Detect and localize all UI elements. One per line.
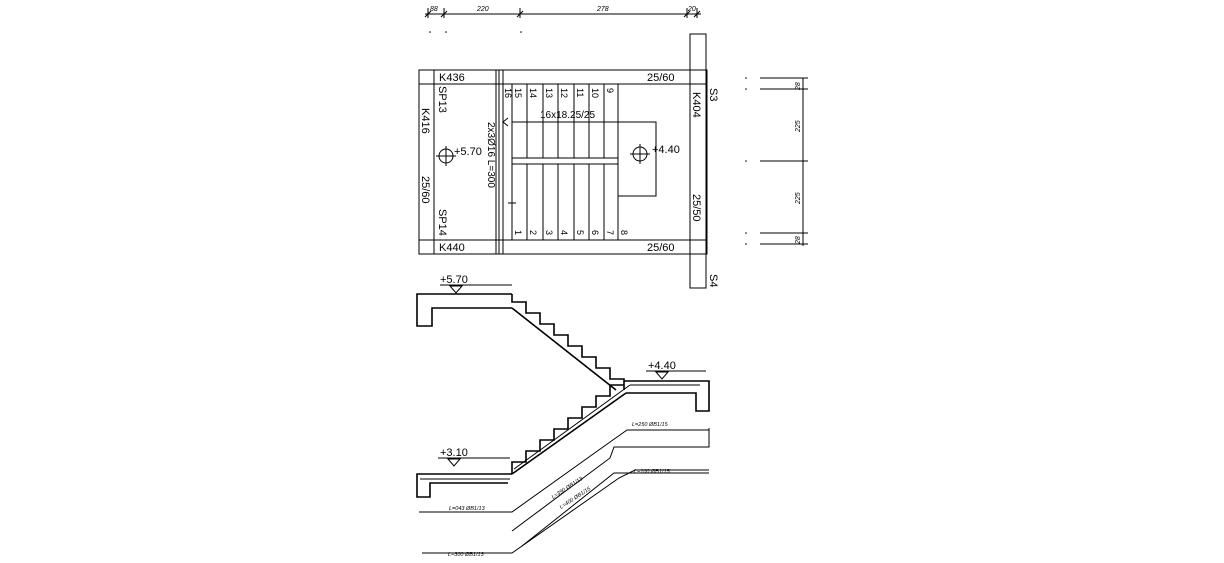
- rebar-label-4: L=043 ØB1/13: [449, 506, 486, 512]
- dim-right-28-bottom: 28: [795, 236, 802, 245]
- dim-top-20: 20: [687, 6, 696, 13]
- section-level-top: +5.70: [440, 274, 512, 294]
- step-number: 8: [619, 230, 629, 235]
- step-number: 9: [605, 88, 615, 93]
- step-number: 14: [528, 88, 538, 98]
- beam-size-top: 25/60: [647, 72, 675, 84]
- right-dimension-line: 28 225 225 28: [745, 77, 808, 246]
- step-number: 6: [590, 230, 600, 235]
- rebar-label-6: L=300 ØB1/13: [448, 552, 485, 558]
- step-number: 12: [559, 88, 569, 98]
- step-number: 11: [575, 88, 585, 97]
- section-level-top-label: +5.70: [440, 274, 468, 286]
- step-number: 7: [605, 230, 615, 235]
- dim-right-225-b: 225: [795, 192, 802, 205]
- step-number: 4: [559, 230, 569, 235]
- level-marker-left: [436, 146, 456, 166]
- section-level-bottom: +3.10: [438, 447, 510, 467]
- pile-label-sp14: SP14: [436, 209, 448, 236]
- plan-level-left: +5.70: [454, 146, 482, 158]
- beam-label-k440: K440: [439, 242, 465, 254]
- stair-spec-label: 16x18.25/25: [540, 110, 595, 121]
- level-marker-right: [630, 144, 650, 164]
- beam-size-bottom: 25/60: [647, 242, 675, 254]
- plan-level-right: +4.40: [652, 144, 680, 156]
- dim-right-225-a: 225: [795, 120, 802, 133]
- step-number: 1: [513, 230, 523, 235]
- step-number: 5: [575, 230, 585, 235]
- step-number: 3: [544, 230, 554, 235]
- beam-label-k436: K436: [439, 72, 465, 84]
- dim-right-28-top: 28: [795, 82, 802, 91]
- step-number: 13: [544, 88, 554, 98]
- step-numbers-bottom: 1 2 3 4 5 6 7 8: [513, 230, 629, 235]
- step-numbers-top: 16 15 14 13 12 11 10 9: [503, 88, 615, 98]
- column-label-s3: S3: [707, 88, 719, 101]
- rebar-label-1: L=250 ØB1/15: [632, 422, 669, 428]
- step-number: 2: [528, 230, 538, 235]
- top-dimension-line: 88 220 278 20: [424, 6, 701, 33]
- step-number: 15: [513, 88, 523, 98]
- beam-size-left: 25/60: [419, 176, 431, 204]
- rebar-note-plan: 2x3Ø16 L=300: [485, 122, 496, 188]
- section-view: +5.70 +4.40 +3.10: [416, 274, 710, 498]
- step-number: 10: [590, 88, 600, 98]
- pile-label-sp13: SP13: [436, 86, 448, 113]
- section-level-mid: +4.40: [646, 360, 706, 380]
- beam-label-k404: K404: [690, 92, 702, 118]
- dim-top-88: 88: [430, 6, 438, 13]
- dim-top-278: 278: [596, 6, 609, 13]
- beam-label-k416: K416: [419, 108, 431, 134]
- section-level-bottom-label: +3.10: [440, 447, 468, 459]
- plan-view: K436 25/60 K440 25/60 16x18.25/25 +5.70 …: [418, 33, 719, 289]
- rebar-label-2: L=100 ØB1/15: [634, 469, 671, 475]
- column-label-s4: S4: [707, 274, 719, 287]
- step-number: 16: [503, 88, 513, 98]
- beam-size-right: 25/50: [690, 194, 702, 222]
- dim-top-220: 220: [476, 6, 489, 13]
- section-level-mid-label: +4.40: [648, 360, 676, 372]
- rebar-schedule: L=250 ØB1/15 L=100 ØB1/15 L=390 ØB1/13 L…: [419, 422, 710, 558]
